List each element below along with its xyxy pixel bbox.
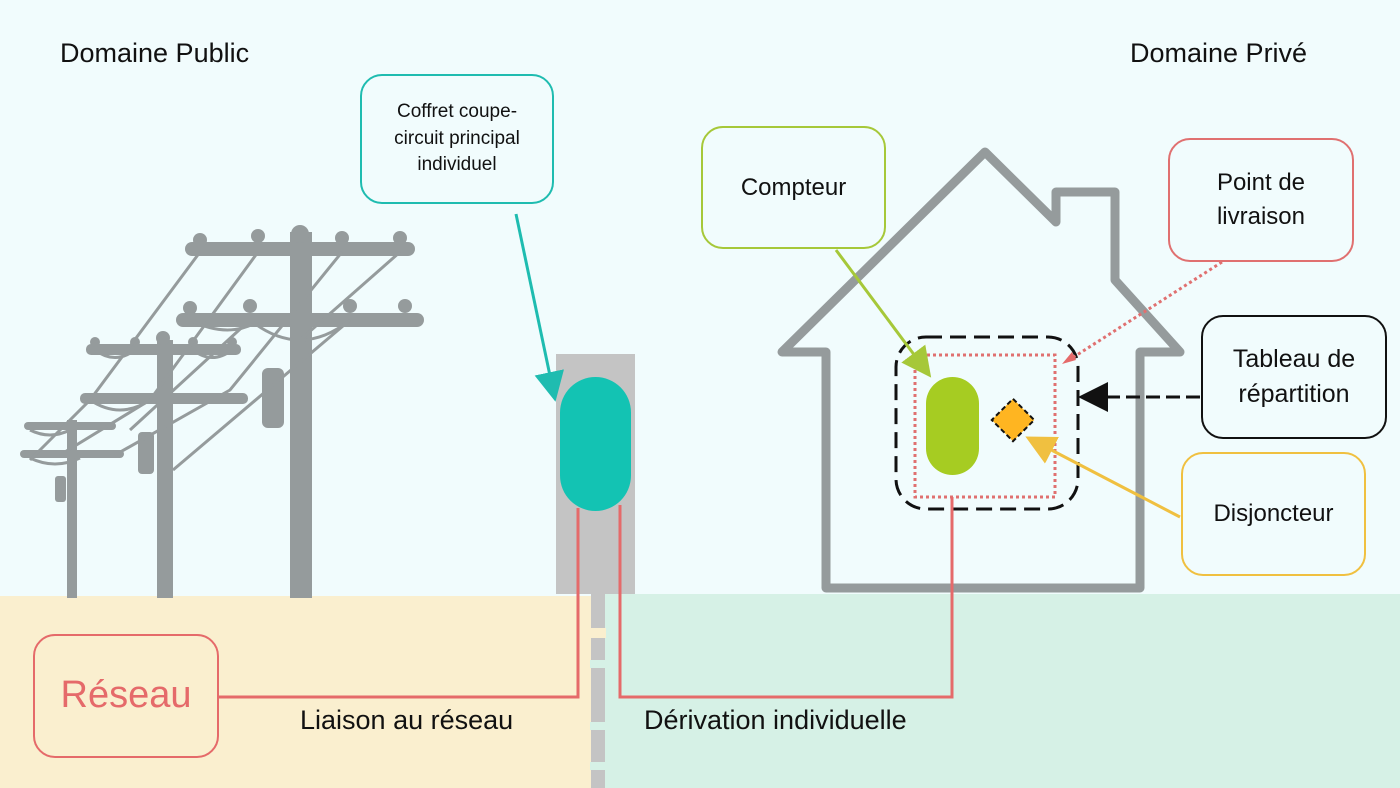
private-ground: [598, 594, 1400, 788]
point-livraison-box: [913, 353, 1057, 499]
tableau-callout: Tableau de répartition: [1201, 315, 1387, 439]
disjoncteur-callout: Disjoncteur: [1181, 452, 1366, 576]
derivation-cable: [618, 497, 954, 699]
liaison-label: Liaison au réseau: [300, 705, 514, 735]
public-domain-title: Domaine Public: [60, 38, 250, 68]
point-livraison-pointer: [1065, 260, 1223, 364]
coffret-pointer: [514, 213, 564, 402]
boundary-dashed-line: [590, 628, 606, 770]
utility-poles-icon: [20, 225, 424, 598]
private-domain-title: Domaine Privé: [1130, 38, 1308, 68]
compteur-pointer: [834, 249, 932, 378]
cables: [218, 497, 954, 699]
compteur-callout: Compteur: [701, 126, 886, 249]
liaison-cable: [218, 508, 580, 699]
house-outline-icon: [777, 147, 1185, 593]
reseau-callout: Réseau: [33, 634, 219, 758]
coffret-coupe-circuit-icon: [560, 377, 631, 511]
coffret-callout: Coffret coupe- circuit principal individ…: [360, 74, 554, 204]
coffret-housing: [556, 354, 635, 788]
disjoncteur-pointer: [1025, 436, 1181, 519]
compteur-icon: [926, 377, 979, 475]
point-livraison-callout: Point de livraison: [1168, 138, 1354, 262]
tableau-repartition-box: [894, 335, 1080, 511]
derivation-label: Dérivation individuelle: [644, 705, 907, 735]
disjoncteur-icon: [990, 397, 1036, 443]
